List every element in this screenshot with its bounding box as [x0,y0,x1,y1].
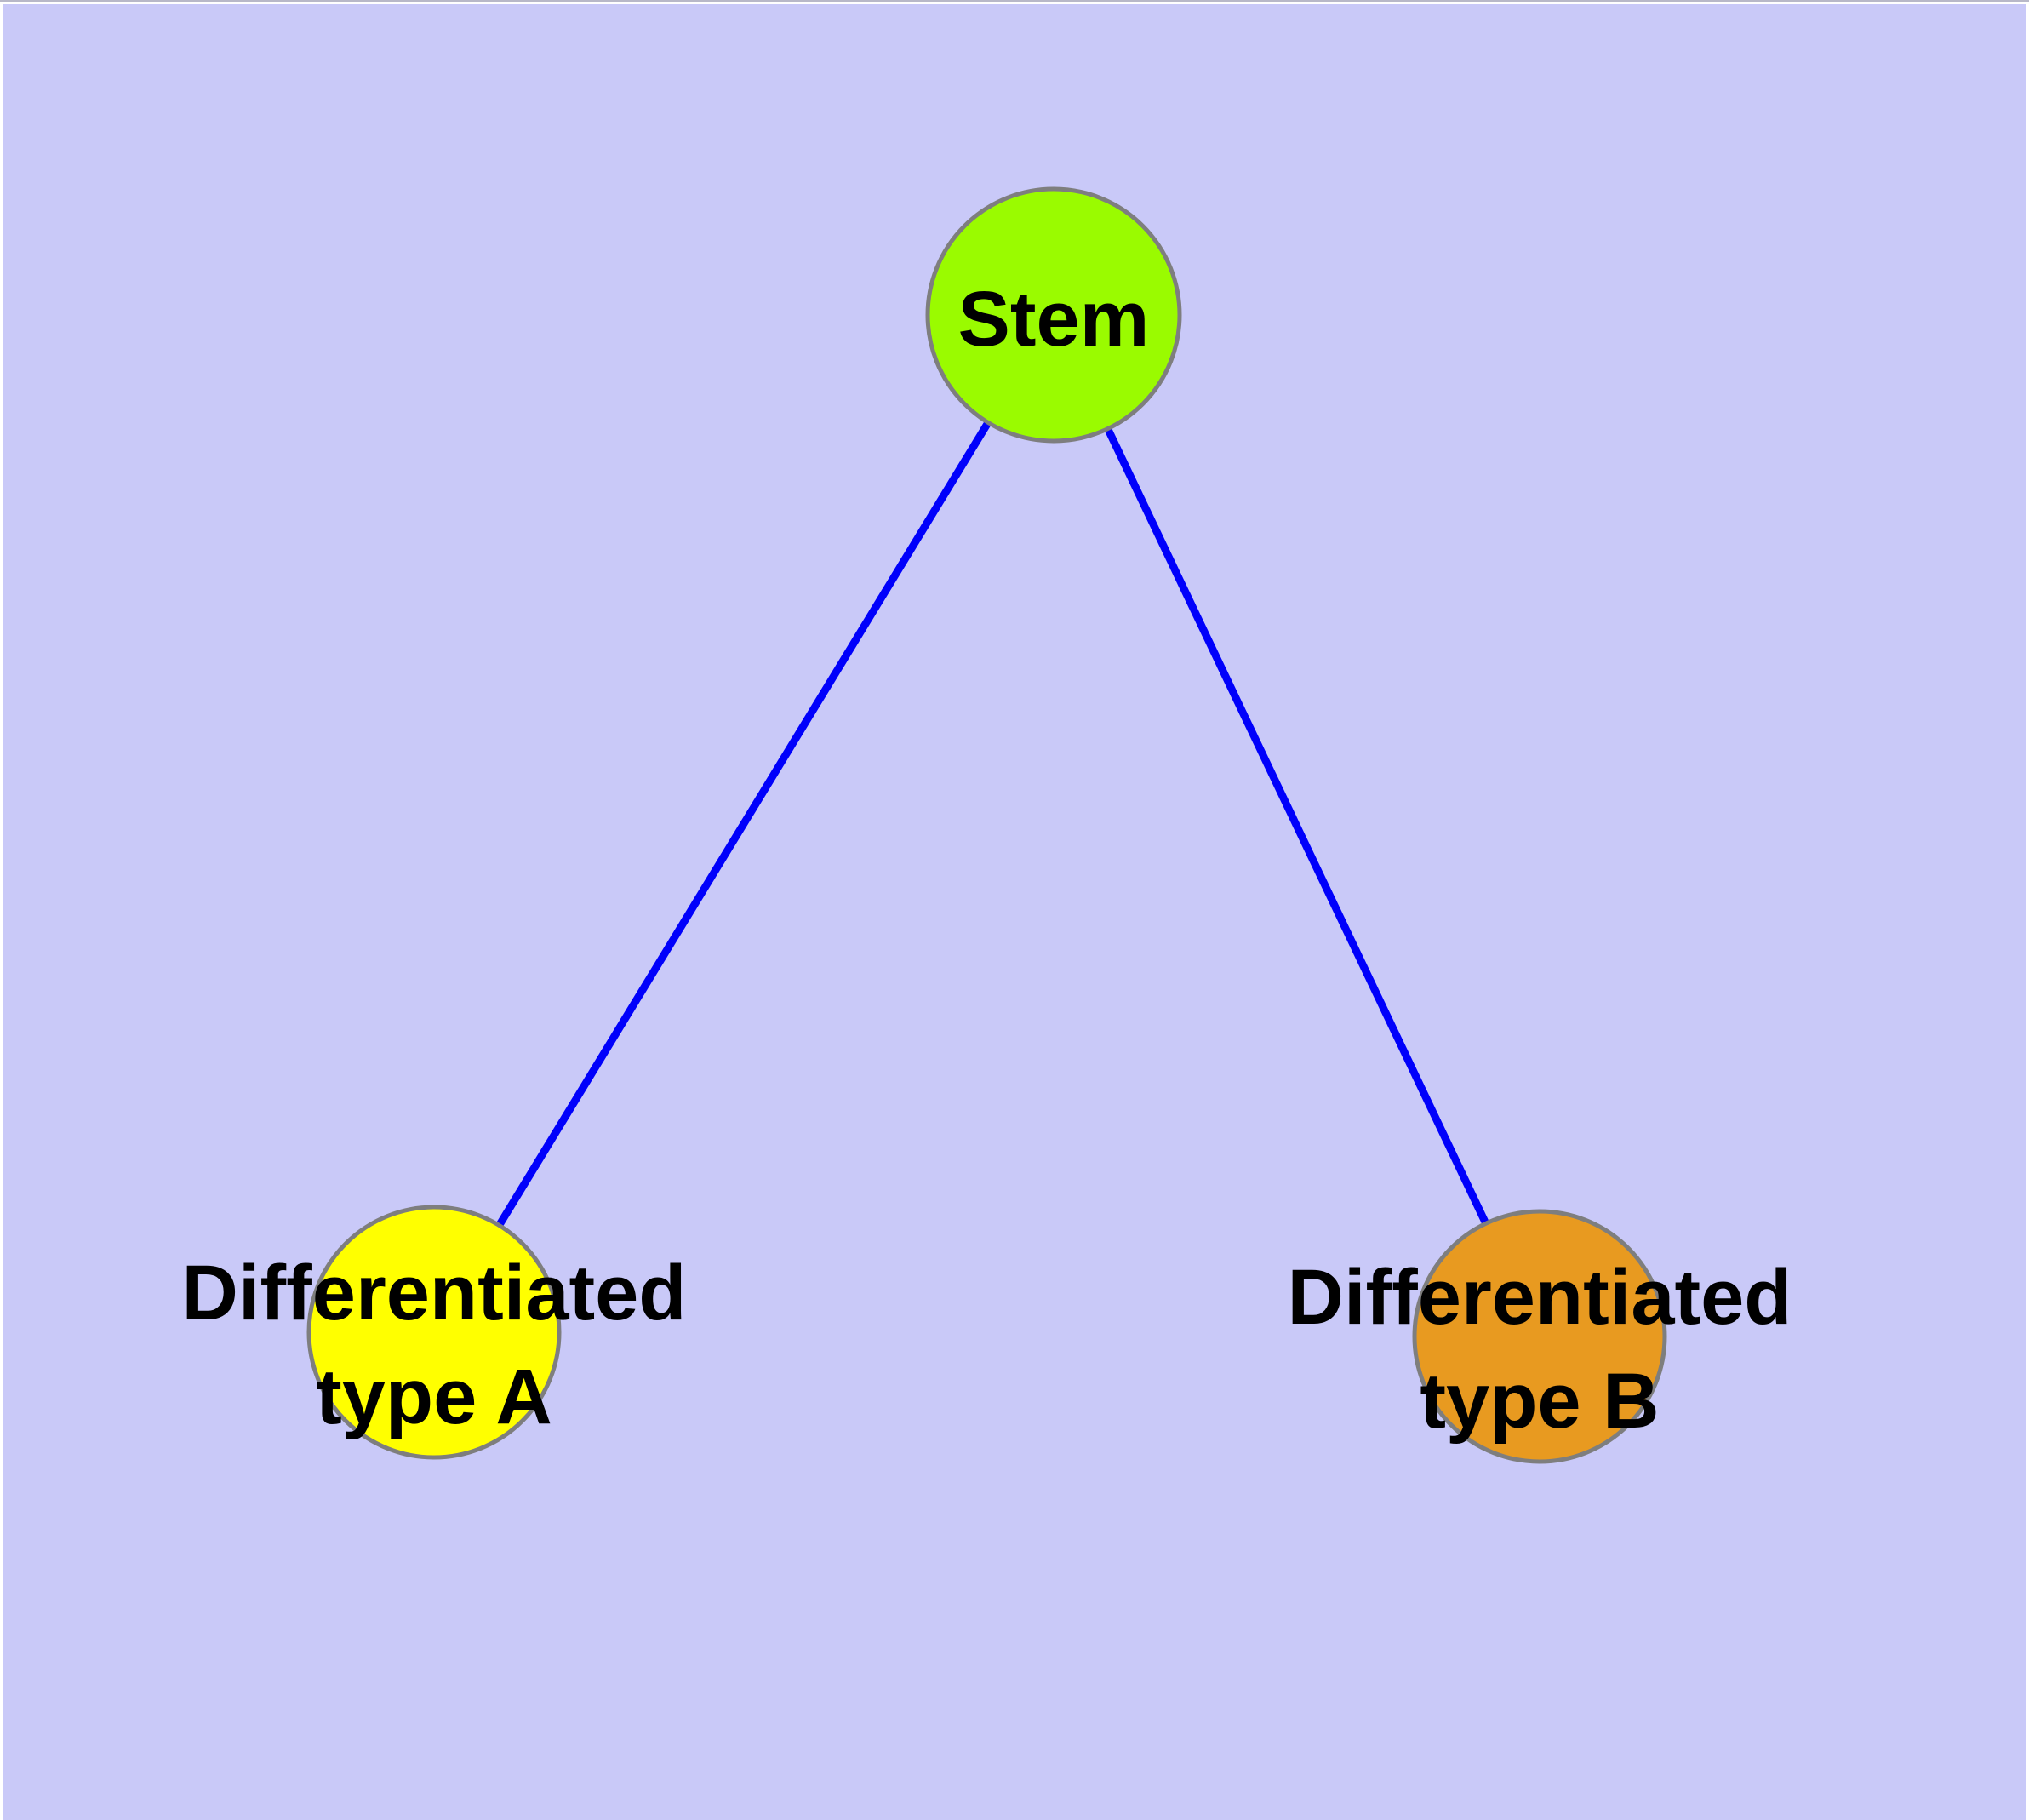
edges-layer [431,312,1544,1338]
nodes-layer [306,186,1667,1464]
node-label-stem: Stem [958,276,1150,363]
node-label-differentiated-type-b-line-1: Differentiated [1288,1254,1792,1341]
edge-stem-to-differentiated-type-a [431,312,1057,1335]
node-differentiated-type-b [1412,1209,1667,1464]
edge-stem-to-differentiated-type-b [1049,313,1544,1338]
node-label-differentiated-type-b-line-2: type B [1420,1358,1659,1445]
window-edge [0,0,2029,2]
node-label-differentiated-type-a-line-2: type A [316,1354,552,1440]
node-differentiated-type-a [306,1205,562,1460]
node-label-differentiated-type-a-line-1: Differentiated [182,1250,687,1336]
node-stem [925,186,1182,444]
